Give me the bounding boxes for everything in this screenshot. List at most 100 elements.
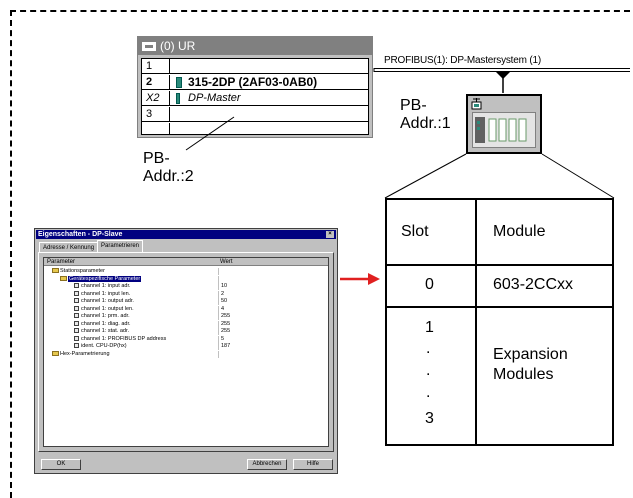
parameter-value[interactable]: 255 [218,313,328,320]
parameter-row[interactable]: ident. CPU-DP(hx) 187 [44,343,328,350]
dialog-title: Eigenschaften - DP-Slave [38,231,123,238]
header-slot: Slot [401,223,429,240]
parameter-label-text: Gerätespezifische Parameter [68,275,142,282]
rack-title: (0) UR [160,39,196,53]
parameter-value[interactable] [218,275,328,283]
parameter-value[interactable]: 2 [218,290,328,298]
io-modules-icon [475,117,527,143]
rack-row-4[interactable] [142,123,368,134]
parameter-label: Hex-Parametrierung [52,351,110,358]
parameter-value[interactable]: 50 [218,298,328,305]
slot-cell: . [426,340,431,357]
parameter-label-text: channel 1: stat. adr. [81,328,130,334]
table-divider [475,200,477,444]
parameter-value[interactable]: 5 [218,335,328,343]
parameter-value[interactable]: 4 [218,305,328,313]
slot-module-table: Slot Module 0 603-2CCxx 1 . . . 3 Expans… [385,198,614,446]
grid-header-parameter: Parameter [47,259,76,265]
rack-window[interactable]: (0) UR 1 2 315-2DP (2AF03-0AB0) X2 DP-Ma… [137,36,373,138]
slave-symbol-icon [471,98,482,110]
close-icon[interactable]: × [326,231,334,238]
profibus-label: PROFIBUS(1): DP-Mastersystem (1) [384,55,541,66]
folder-icon [60,275,67,281]
parameter-value[interactable]: 10 [218,283,328,290]
parameter-label: Gerätespezifische Parameter [60,275,142,283]
parameter-label-text: channel 1: PROFIBUS DP address [81,335,167,342]
rack-module-name: 315-2DP (2AF03-0AB0) [188,75,318,89]
rack-row-3[interactable]: 3 [142,107,368,122]
parameter-label: channel 1: PROFIBUS DP address [74,336,166,343]
parameter-label: channel 1: prm. adr. [74,313,130,320]
parameter-row[interactable]: Hex-Parametrierung [44,350,328,358]
pb-label-line: PB- [143,150,170,167]
parameter-label-text: channel 1: input adr. [81,283,131,289]
cancel-button[interactable]: Abbrechen [247,459,287,470]
tab-parameters[interactable]: Parametrieren [97,240,144,252]
parameter-value[interactable] [218,268,328,275]
rack-slot-number: 3 [142,107,170,121]
parameter-row[interactable]: channel 1: diag. adr.255 [44,320,328,328]
dp-slave-device[interactable] [466,94,542,154]
slot-cell: 3 [425,410,434,427]
parameter-label-text: ident. CPU-DP(hx) [81,343,127,349]
parameter-label: channel 1: input len. [74,291,130,298]
slot-cell: . [426,362,431,379]
rack-slot-number [142,123,170,134]
rack-slot-table: 1 2 315-2DP (2AF03-0AB0) X2 DP-Master 3 [141,58,369,135]
parameter-row[interactable]: channel 1: input adr. 10 [44,283,328,290]
rack-row-x2[interactable]: X2 DP-Master [142,91,368,106]
module-cell: Expansion [493,346,568,363]
parameter-label-text: channel 1: prm. adr. [81,313,130,319]
cpu-module-icon [176,77,182,88]
parameter-value[interactable]: 187 [218,343,328,350]
parameter-icon [74,335,79,341]
table-divider [387,306,612,308]
parameter-row[interactable]: channel 1: output len. 4 [44,305,328,313]
parameter-label: channel 1: input adr. [74,283,131,290]
parameter-row[interactable]: channel 1: prm. adr. 255 [44,313,328,320]
parameter-icon [74,328,79,334]
pb-address-1-label: PB- Addr.:1 [400,97,451,133]
module-cell: 603-2CCxx [493,276,574,293]
grid-header: Parameter Wert [44,258,328,266]
parameter-label-text: channel 1: output len. [81,305,134,312]
pb-label-line: Addr.:2 [143,168,194,185]
rack-module-name: DP-Master [188,92,241,104]
slot-cell: 1 [425,319,434,336]
header-module: Module [493,223,546,240]
rack-row-2[interactable]: 2 315-2DP (2AF03-0AB0) [142,75,368,90]
ok-button[interactable]: OK [41,459,81,470]
parameter-row[interactable]: channel 1: input len. 2 [44,290,328,298]
pb-address-2-label: PB- Addr.:2 [143,150,194,186]
parameter-icon [74,305,79,311]
tab-address[interactable]: Adresse / Kennung [39,242,99,252]
parameter-label: channel 1: output adr. [74,298,134,305]
rack-row-1[interactable]: 1 [142,59,368,74]
parameter-label-text: channel 1: input len. [81,290,131,297]
parameter-row[interactable]: channel 1: stat. adr. 255 [44,328,328,335]
parameter-label: channel 1: output len. [74,306,134,313]
parameter-row[interactable]: Gerätespezifische Parameter [44,275,328,283]
dashed-frame-left [10,10,12,498]
help-button[interactable]: Hilfe [293,459,333,470]
parameter-value[interactable]: 255 [218,328,328,335]
parameter-icon [74,343,79,349]
folder-icon [52,268,59,274]
parameter-value[interactable] [218,350,328,358]
red-arrow-icon [340,273,380,285]
parameter-row[interactable]: channel 1: PROFIBUS DP address 5 [44,335,328,343]
parameter-icon [74,320,79,326]
parameter-value[interactable]: 255 [218,320,328,328]
parameter-label-text: Stationsparameter [60,268,105,274]
parameter-row[interactable]: Stationsparameter [44,268,328,275]
profibus-line [374,71,630,72]
properties-dialog[interactable]: Eigenschaften - DP-Slave × Adresse / Ken… [34,228,338,474]
slot-cell: . [426,384,431,401]
parameter-row[interactable]: channel 1: output adr. 50 [44,298,328,305]
rack-icon [142,42,156,51]
parameter-icon [74,290,79,296]
dp-master-icon [176,93,180,104]
